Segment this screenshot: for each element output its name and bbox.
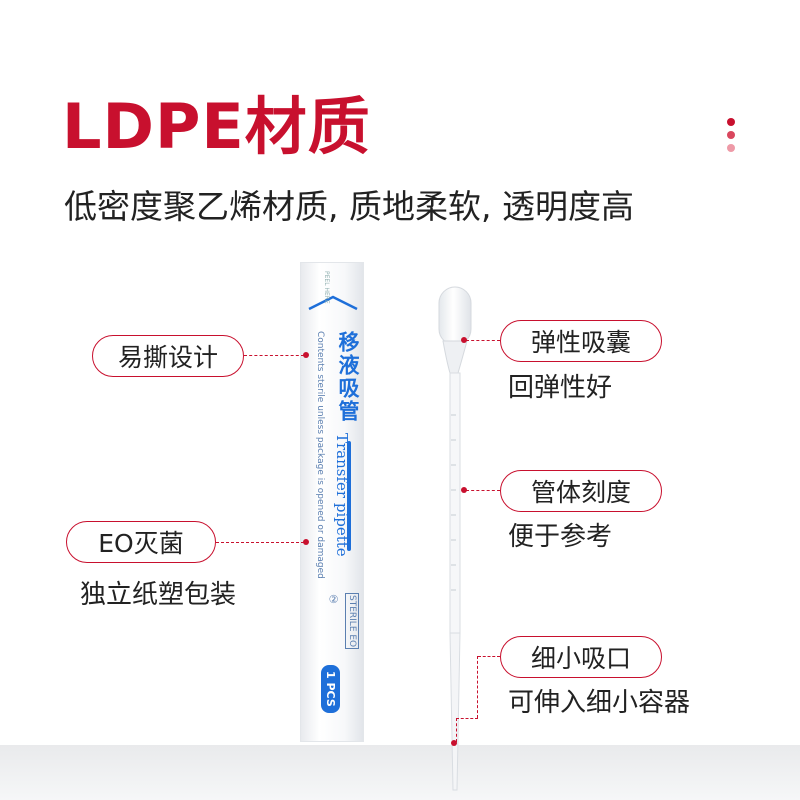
dot-1 (727, 118, 735, 126)
feature-graduated-tube-caption: 便于参考 (508, 522, 613, 552)
feature-fine-tip: 细小吸口 (500, 636, 662, 678)
count-badge: 1 PCS (321, 665, 340, 713)
package-name-cn: 移液吸管 (336, 331, 360, 423)
feature-easy-tear: 易撕设计 (92, 335, 244, 377)
feature-eo-sterile-caption: 独立纸塑包装 (80, 580, 237, 610)
feature-graduated-tube-label: 管体刻度 (530, 478, 631, 507)
peel-text: PEEL HERE (323, 271, 330, 304)
sterile-label: STERILE EO (345, 593, 359, 650)
leader-line-easy-tear (244, 355, 304, 356)
leader-pin-eo-sterile (303, 539, 309, 545)
dot-3 (727, 144, 735, 152)
package-name-en: Transfer pipette (333, 433, 351, 557)
decorative-dots (727, 118, 737, 157)
feature-fine-tip-label: 细小吸口 (530, 644, 631, 673)
dot-2 (727, 131, 735, 139)
page-title: LDPE材质 (62, 90, 371, 163)
page-subtitle: 低密度聚乙烯材质, 质地柔软, 透明度高 (64, 187, 634, 226)
feature-elastic-bulb-label: 弹性吸囊 (530, 328, 631, 357)
leader-line-fine-tip (478, 656, 500, 657)
leader-pin-easy-tear (303, 352, 309, 358)
pipette-package: PEEL HERE 移液吸管 Transfer pipette Contents… (300, 262, 364, 742)
feature-graduated-tube: 管体刻度 (500, 470, 662, 512)
feature-eo-sterile-label: EO灭菌 (98, 529, 184, 558)
feature-elastic-bulb: 弹性吸囊 (500, 320, 662, 362)
leader-line-eo-sterile (216, 542, 304, 543)
leader-line-graduated-tube (466, 490, 500, 491)
leader-line-fine-tip-vertical (477, 656, 478, 718)
transfer-pipette (438, 286, 472, 791)
package-notice: Contents sterile unless package is opene… (315, 331, 325, 579)
leader-line-elastic-bulb (466, 340, 500, 341)
package-pipette-graphic (347, 441, 351, 551)
feature-elastic-bulb-caption: 回弹性好 (508, 373, 613, 403)
leader-pin-graduated-tube (461, 487, 467, 493)
feature-easy-tear-label: 易撕设计 (117, 343, 218, 372)
single-use-mark: ② (327, 593, 340, 606)
leader-line-fine-tip-drop (456, 718, 457, 742)
leader-pin-elastic-bulb (461, 337, 467, 343)
feature-fine-tip-caption: 可伸入细小容器 (508, 688, 691, 718)
peel-arrow-icon (308, 295, 358, 311)
floor-background (0, 745, 800, 800)
leader-line-fine-tip-lower (456, 718, 478, 719)
feature-eo-sterile: EO灭菌 (66, 521, 216, 563)
leader-pin-fine-tip (451, 740, 457, 746)
